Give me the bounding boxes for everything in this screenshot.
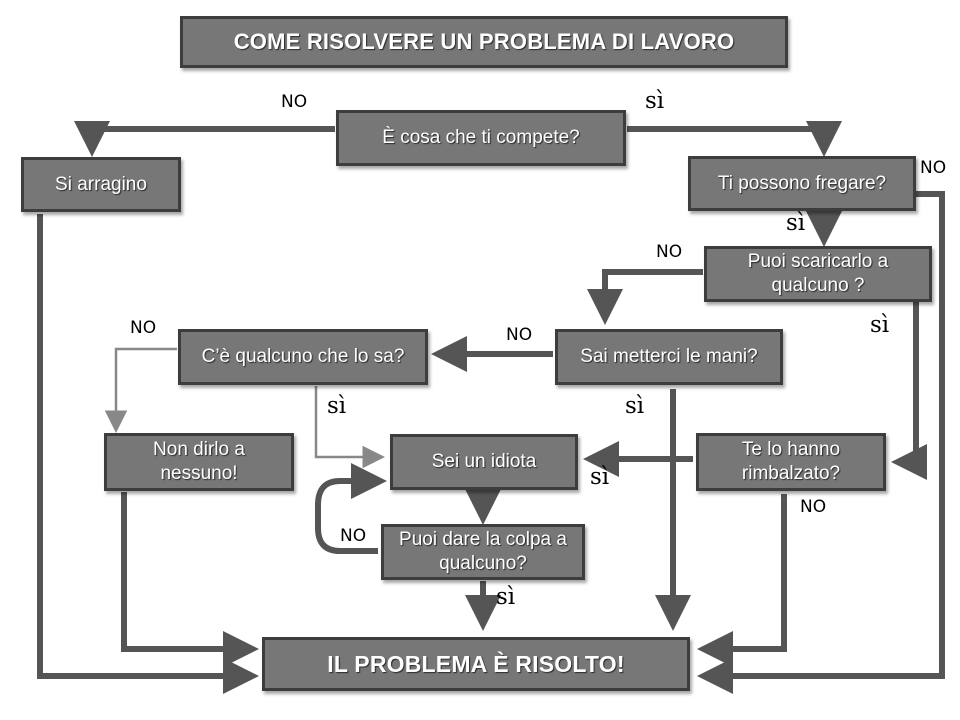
label-no-rimbalzato: NO — [800, 497, 827, 517]
arrow-arragino-risolto — [37, 214, 259, 694]
arrow-nondirlo-risolto — [121, 492, 259, 667]
node-colpa: Puoi dare la colpa a qualcuno? — [381, 524, 585, 580]
label-si-colpa: sì — [496, 584, 516, 610]
node-qualcuno-sa: C’è qualcuno che lo sa? — [178, 329, 428, 385]
label-si-compete: sì — [645, 88, 665, 114]
node-idiota: Sei un idiota — [390, 434, 578, 490]
node-risolto: IL PROBLEMA È RISOLTO! — [262, 637, 690, 691]
node-scaricarlo: Puoi scaricarlo a qualcuno ? — [704, 246, 932, 302]
arrow-compete-no — [74, 121, 335, 157]
label-no-mani: NO — [506, 325, 533, 345]
node-non-dirlo: Non dirlo a nessuno! — [104, 433, 294, 491]
node-fregare: Ti possono fregare? — [688, 156, 916, 211]
arrow-qualcunosa-no — [104, 347, 177, 433]
label-si-rimbalzato: sì — [590, 464, 610, 490]
diagram-title: COME RISOLVERE UN PROBLEMA DI LAVORO — [180, 16, 788, 68]
label-no-qualcuno-sa: NO — [130, 318, 157, 338]
arrow-scaricarlo-no — [587, 269, 703, 325]
arrow-qualcunosa-si — [314, 386, 385, 469]
arrow-scaricarlo-si — [891, 302, 927, 480]
arrow-colpa-no-loop — [315, 463, 387, 554]
node-rimbalzato: Te lo hanno rimbalzato? — [696, 433, 886, 491]
label-si-fregare: sì — [786, 210, 806, 236]
arrow-compete-si — [627, 121, 842, 157]
label-no-compete: NO — [281, 92, 308, 112]
node-mani: Sai metterci le mani? — [555, 329, 783, 385]
label-si-qualcuno-sa: sì — [327, 393, 347, 419]
label-no-fregare: NO — [920, 158, 947, 178]
arrow-fregare-no — [697, 191, 945, 694]
label-si-mani: sì — [625, 393, 645, 419]
label-no-scaricarlo: NO — [656, 242, 683, 262]
node-si-arragino: Si arragino — [21, 157, 181, 212]
arrow-rimbalzato-no — [697, 494, 787, 667]
label-no-colpa: NO — [340, 526, 367, 546]
node-compete: È cosa che ti compete? — [336, 110, 626, 166]
label-si-scaricarlo: sì — [870, 312, 890, 338]
